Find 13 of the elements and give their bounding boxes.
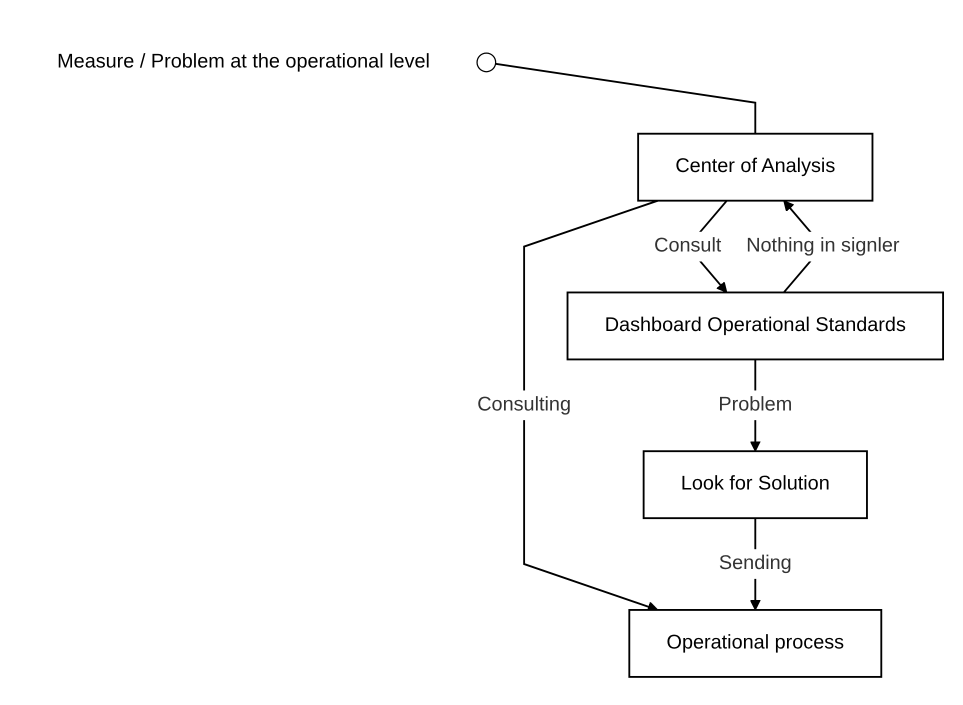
node-box: Operational process: [628, 608, 882, 678]
node-box: Look for Solution: [642, 450, 868, 519]
edge-label: Consult: [654, 234, 722, 256]
node-box: Center of Analysis: [637, 132, 874, 202]
node-label: Measure / Problem at the operational level: [57, 50, 430, 72]
edge-label: Problem: [718, 394, 792, 415]
node-circle: [476, 52, 496, 72]
edge-label: Sending: [718, 552, 792, 574]
arrow: [523, 199, 658, 612]
connector: [495, 62, 756, 134]
node-box: Dashboard Operational Standards: [566, 291, 944, 360]
edge-label: Consulting: [477, 394, 571, 415]
edge-label: Nothing in signler: [746, 234, 900, 256]
